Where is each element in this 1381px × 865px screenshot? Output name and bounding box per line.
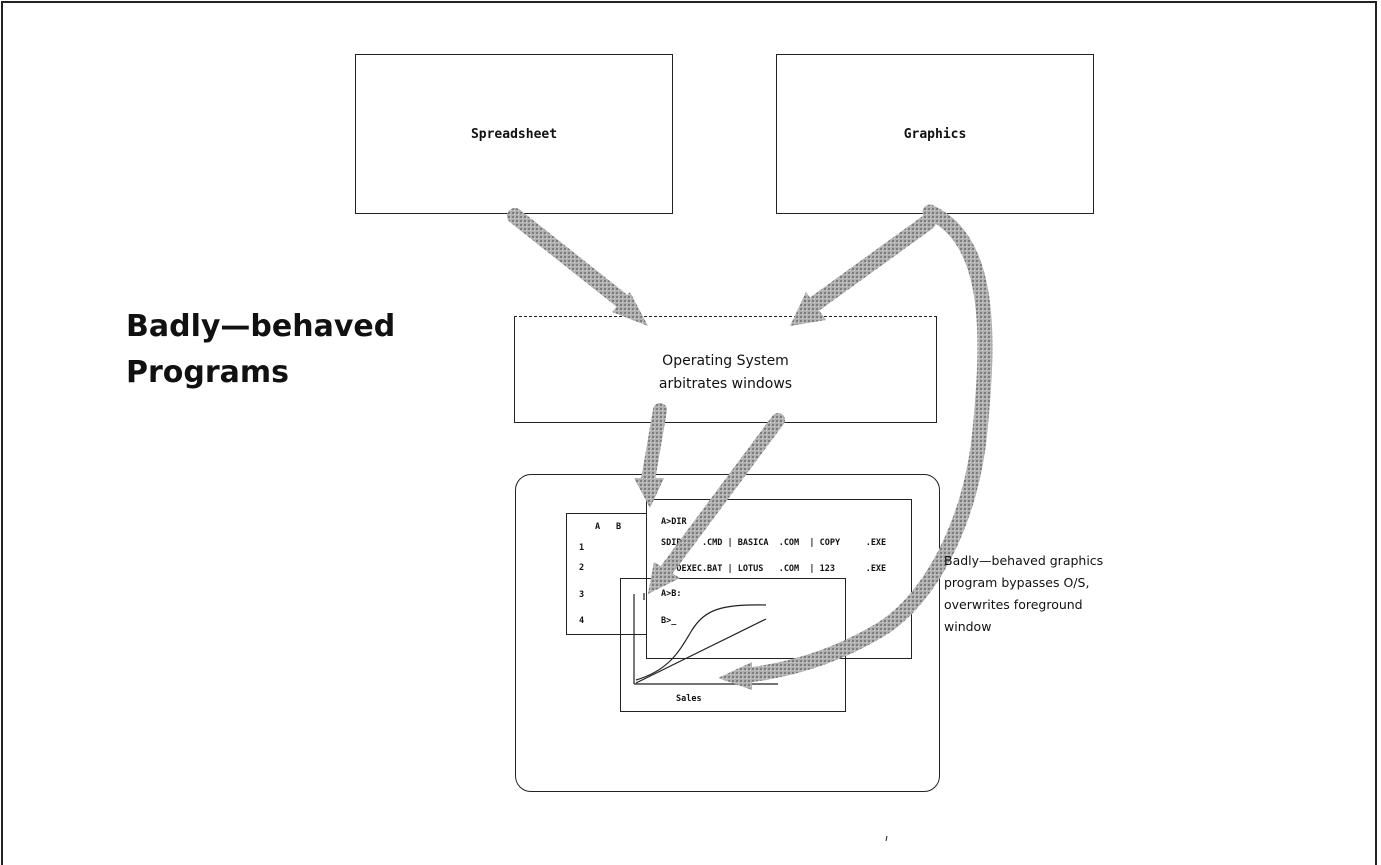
annotation-line-1: Badly—behaved graphics bbox=[944, 553, 1104, 568]
dos-line-3: AUTOEXEC.BAT | LOTUS .COM | 123 .EXE bbox=[661, 564, 887, 574]
graphics-window bbox=[620, 578, 846, 712]
column-header-b: B bbox=[616, 522, 622, 532]
dos-line-1: A>DIR bbox=[661, 517, 687, 527]
graphics-box: Graphics bbox=[776, 54, 1094, 214]
row-number-4: 4 bbox=[579, 616, 585, 626]
graph-x-axis-label: Sales bbox=[676, 694, 702, 704]
title-line-2: Programs bbox=[126, 355, 290, 390]
bypass-annotation: Badly—behaved graphics program bypasses … bbox=[944, 550, 1103, 638]
annotation-line-4: window bbox=[944, 619, 992, 634]
slide-title: Badly—behaved Programs bbox=[126, 304, 395, 396]
row-number-1: 1 bbox=[579, 543, 585, 553]
annotation-line-3: overwrites foreground bbox=[944, 597, 1083, 612]
spreadsheet-box: Spreadsheet bbox=[355, 54, 673, 214]
os-label-line-2: arbitrates windows bbox=[658, 375, 793, 392]
spreadsheet-label: Spreadsheet bbox=[470, 126, 558, 142]
os-label-line-1: Operating System bbox=[662, 352, 789, 369]
title-line-1: Badly—behaved bbox=[126, 309, 396, 344]
graphics-label: Graphics bbox=[903, 126, 967, 142]
operating-system-box: Operating System arbitrates windows bbox=[514, 316, 937, 423]
row-number-2: 2 bbox=[579, 563, 585, 573]
dos-line-4: A>B: bbox=[661, 589, 682, 599]
row-number-3: 3 bbox=[579, 590, 585, 600]
dos-line-2: SDIR .CMD | BASICA .COM | COPY .EXE bbox=[661, 538, 887, 548]
annotation-line-2: program bypasses O/S, bbox=[944, 575, 1090, 590]
column-header-a: A bbox=[595, 522, 601, 532]
